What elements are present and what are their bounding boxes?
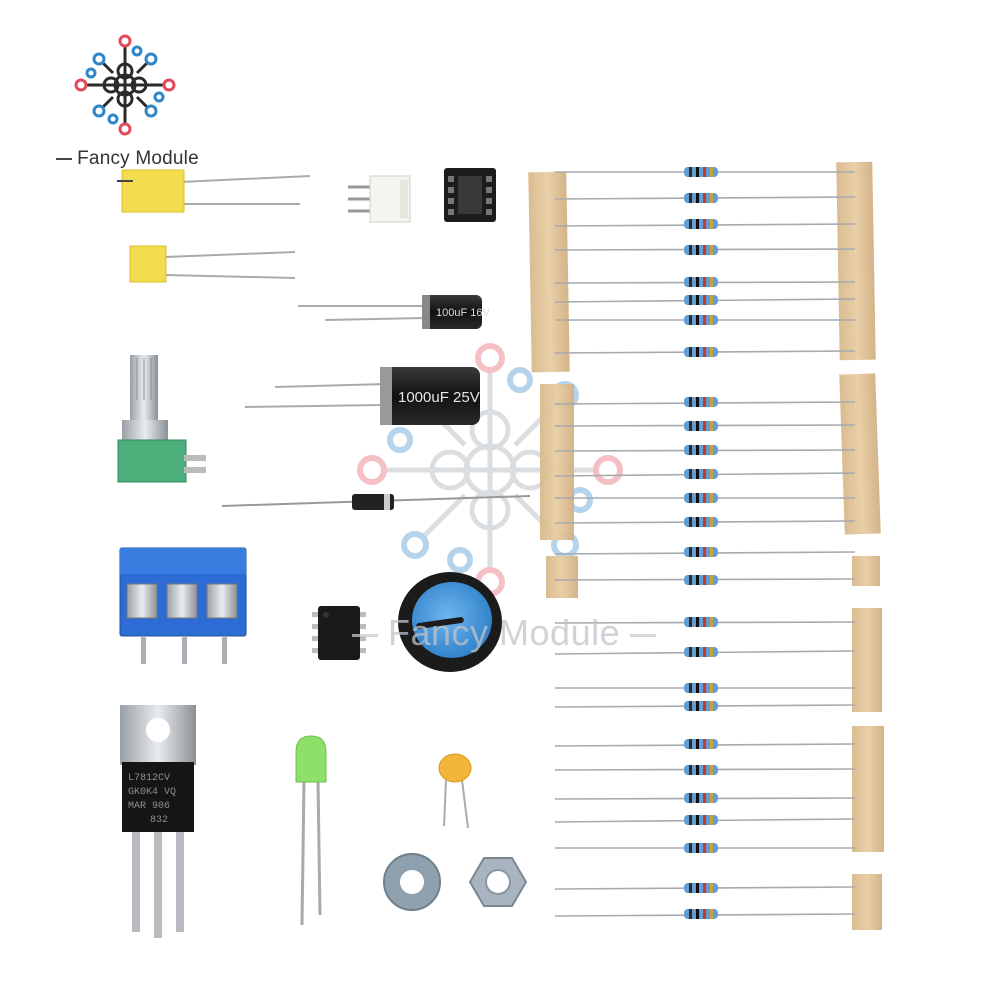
resistor — [554, 295, 856, 305]
capacitor-large-label: 1000uF 25V — [398, 389, 480, 406]
resistor — [554, 739, 856, 749]
capacitor-small-label: 100uF 16V — [436, 307, 490, 319]
potentiometer — [117, 355, 206, 483]
resistor — [554, 347, 856, 357]
ic-socket-8pin — [444, 168, 496, 222]
resistor — [554, 445, 856, 455]
resistor — [554, 575, 856, 585]
watermark-text: Fancy Module — [342, 612, 666, 654]
resistor — [555, 683, 855, 693]
pin-header-3pin — [348, 175, 411, 223]
regulator-line-4: 832 — [150, 815, 168, 826]
resistor-strips — [528, 161, 884, 930]
resistor — [554, 469, 856, 479]
voltage-regulator: L7812CV GK0K4 VQ MAR 906 832 — [120, 705, 196, 938]
brand-logo — [74, 34, 176, 136]
resistor — [555, 493, 855, 503]
electrolytic-capacitor-small: 100uF 16V — [298, 295, 490, 329]
regulator-line-1: L7812CV — [128, 773, 170, 784]
brand-name: Fancy Module — [40, 148, 210, 192]
electrolytic-capacitor-large: 1000uF 25V — [244, 367, 480, 425]
resistor — [554, 193, 856, 203]
screw-terminal-3pin — [119, 547, 247, 664]
resistor — [555, 843, 855, 853]
resistor — [554, 701, 856, 711]
hex-nut — [468, 857, 528, 907]
washer — [383, 853, 441, 911]
diode — [221, 494, 531, 510]
resistor — [555, 167, 855, 177]
resistor — [555, 315, 855, 325]
resistor — [554, 277, 856, 287]
resistor — [554, 245, 856, 255]
regulator-line-3: MAR 906 — [128, 801, 170, 812]
resistor — [554, 547, 856, 557]
film-capacitor-small — [129, 245, 296, 283]
resistor — [554, 883, 856, 893]
resistor — [554, 765, 856, 775]
resistor — [554, 219, 856, 229]
regulator-line-2: GK0K4 VQ — [128, 787, 176, 798]
resistor — [554, 421, 856, 431]
resistor — [554, 397, 856, 407]
green-led — [295, 735, 327, 926]
resistor — [554, 517, 856, 527]
ceramic-capacitor — [438, 753, 472, 829]
resistor — [554, 793, 856, 803]
resistor — [554, 815, 856, 825]
resistor — [554, 909, 856, 919]
